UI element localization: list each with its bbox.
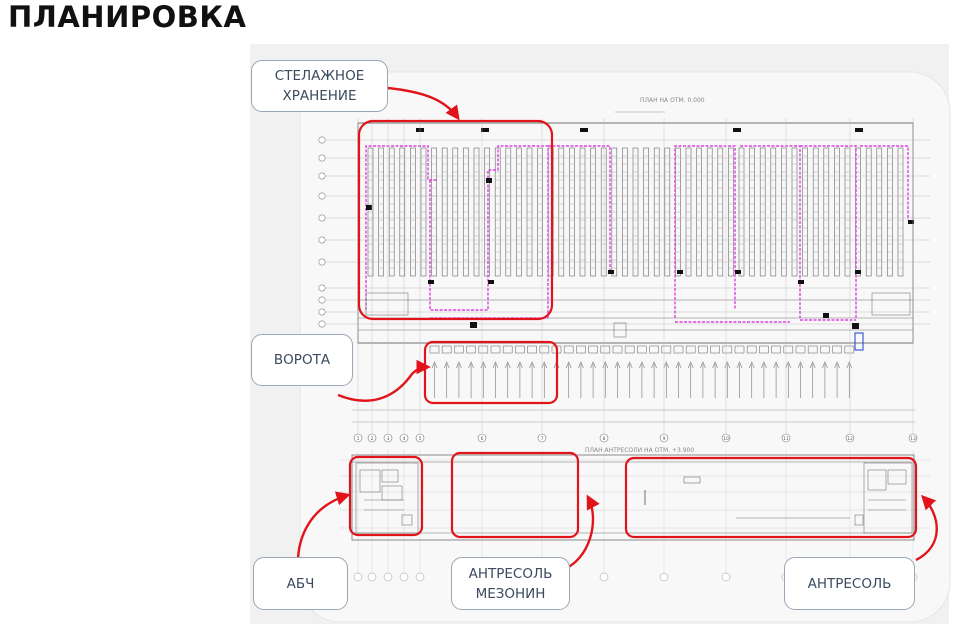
loading-gates (352, 345, 915, 423)
highlight-mezzanine-left (450, 451, 580, 539)
dock-gate (515, 345, 525, 354)
dock-gate (612, 345, 623, 354)
callout-gates: ВОРОТА (251, 334, 353, 386)
arrow-abch (296, 491, 351, 559)
axis-label: 11 (783, 436, 789, 442)
callout-abch-label: АБЧ (286, 575, 315, 592)
axis-label: 5 (419, 436, 422, 442)
dock-gate (820, 345, 830, 354)
dock-gate (807, 345, 818, 354)
mezzanine-header-text: ПЛАН АНТРЕСОЛИ НА ОТМ. +3.900 (585, 447, 694, 454)
highlight-rack-storage (357, 119, 554, 321)
dock-gate (759, 345, 769, 354)
dock-gate (600, 345, 611, 354)
axis-label: 2 (371, 436, 374, 442)
axis-label: 4 (403, 436, 406, 442)
horizontal-grid (318, 136, 930, 529)
axis-label: 3 (387, 436, 390, 442)
dock-gate (649, 345, 659, 354)
dock-gate (685, 345, 696, 354)
arrow-gates (337, 359, 431, 402)
magenta-routes (365, 145, 909, 323)
dock-gate (539, 345, 550, 354)
dock-gate (490, 345, 501, 354)
abch-detail (355, 462, 913, 534)
dock-gate (746, 345, 757, 354)
dock-gate (795, 345, 806, 354)
dock-gate (588, 345, 598, 354)
highlight-mezzanine-right (624, 456, 918, 539)
dock-gate (698, 345, 708, 354)
dock-gate (783, 345, 794, 354)
axis-label: 7 (541, 436, 544, 442)
dock-gate (624, 345, 635, 354)
dock-gate (441, 345, 452, 354)
axis-label: 13 (910, 436, 916, 442)
axis-label: 8 (603, 436, 606, 442)
dock-gate (710, 345, 720, 354)
callout-gates-label: ВОРОТА (273, 352, 331, 368)
callout-arrows (296, 86, 938, 572)
axis-label: 10 (723, 436, 729, 442)
dock-gate (673, 345, 684, 354)
callout-mezzanine-left-line2: МЕЗОНИН (475, 585, 546, 602)
dock-gate (661, 345, 672, 354)
arrow-mezzanine-right (915, 494, 938, 562)
axis-label: 12 (847, 436, 853, 442)
callout-rack-storage-line2: ХРАНЕНИЕ (282, 88, 357, 104)
dock-gate (576, 345, 586, 354)
dock-gate (429, 345, 440, 354)
dock-gate (832, 345, 842, 354)
callout-rack-storage-line1: СТЕЛАЖНОЕ (274, 68, 365, 84)
dock-gate (466, 345, 476, 354)
axis-label: 1 (357, 436, 360, 442)
page-title: ПЛАНИРОВКА (8, 0, 247, 34)
axis-label: 9 (663, 436, 666, 442)
dock-gate (527, 345, 537, 354)
callout-mezzanine-right-label: АНТРЕСОЛЬ (807, 575, 892, 592)
blue-marker (854, 332, 864, 351)
axis-label: 6 (481, 436, 484, 442)
callout-mezzanine-right: АНТРЕСОЛЬ (784, 557, 915, 610)
rack-rows (367, 147, 904, 277)
mezzanine-outline (351, 454, 915, 541)
callout-mezzanine-left-line1: АНТРЕСОЛЬ (468, 565, 553, 582)
dock-gate (454, 345, 464, 354)
dock-gate (637, 345, 647, 354)
callout-rack-storage: СТЕЛАЖНОЕ ХРАНЕНИЕ (251, 60, 388, 112)
dock-gate (844, 345, 855, 354)
plan-header-text: ПЛАН НА ОТМ. 0.000 (640, 97, 705, 104)
abch-detail-left (365, 292, 911, 338)
dock-gate (722, 345, 733, 354)
dock-gate (771, 345, 781, 354)
callout-mezzanine-left: АНТРЕСОЛЬ МЕЗОНИН (451, 557, 570, 610)
callout-abch: АБЧ (253, 557, 348, 610)
dock-gate (502, 345, 513, 354)
dock-gate (734, 345, 745, 354)
dock-gate (478, 345, 489, 354)
arrow-rack-storage (387, 86, 460, 121)
dock-gate (563, 345, 574, 354)
